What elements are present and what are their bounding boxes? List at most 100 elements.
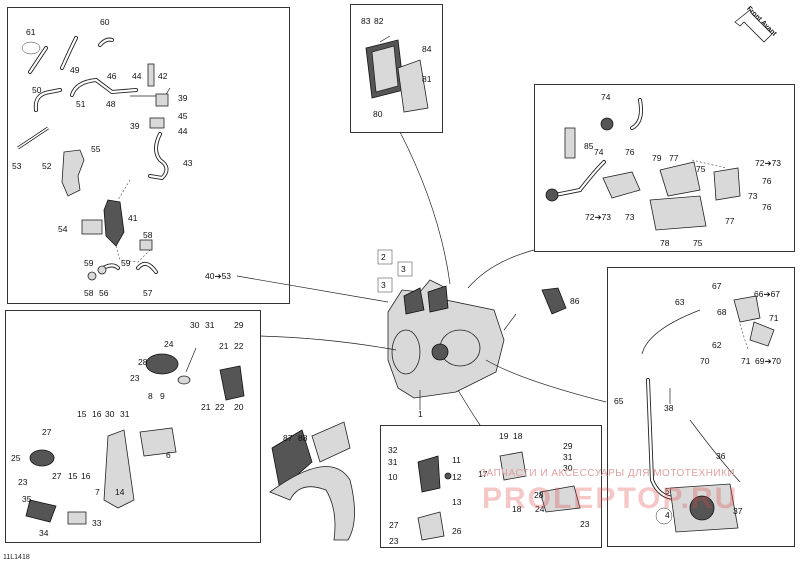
callout-57: 57 <box>143 288 153 298</box>
callout-5: 5 <box>665 486 670 496</box>
callout-78: 78 <box>660 238 670 248</box>
callout-9: 9 <box>160 391 165 401</box>
callout-75b: 75 <box>693 238 703 248</box>
callout-30c: 30 <box>563 463 573 473</box>
callout-54: 54 <box>58 224 68 234</box>
callout-62: 62 <box>712 340 722 350</box>
panel-sensors <box>380 425 602 548</box>
callout-85: 85 <box>584 141 594 151</box>
callout-39b: 39 <box>130 121 140 131</box>
callout-45: 45 <box>178 111 188 121</box>
callout-31d: 31 <box>563 452 573 462</box>
callout-79: 79 <box>652 153 662 163</box>
panel-ignition <box>534 84 795 252</box>
callout-75: 75 <box>696 164 706 174</box>
callout-86: 86 <box>570 296 580 306</box>
callout-44: 44 <box>132 71 142 81</box>
callout-35: 35 <box>22 494 32 504</box>
callout-88: 88 <box>298 433 308 443</box>
callout-12: 12 <box>452 472 462 482</box>
callout-23b: 23 <box>18 477 28 487</box>
callout-70: 70 <box>700 356 710 366</box>
callout-71b: 71 <box>741 356 751 366</box>
callout-21b: 21 <box>201 402 211 412</box>
callout-19: 19 <box>499 431 509 441</box>
callout-83: 83 <box>361 16 371 26</box>
callout-58: 58 <box>143 230 153 240</box>
callout-76b: 76 <box>762 176 772 186</box>
callout-84: 84 <box>422 44 432 54</box>
callout-52: 52 <box>42 161 52 171</box>
callout-73b: 73 <box>625 212 635 222</box>
callout-30: 30 <box>190 320 200 330</box>
front-arrow-icon <box>734 9 773 43</box>
callout-23d: 23 <box>580 519 590 529</box>
callout-63: 63 <box>675 297 685 307</box>
callout-14: 14 <box>115 487 125 497</box>
callout-77: 77 <box>669 153 679 163</box>
callout-31: 31 <box>205 320 215 330</box>
callout-67: 67 <box>712 281 722 291</box>
callout-29: 29 <box>234 320 244 330</box>
callout-61: 61 <box>26 27 36 37</box>
callout-51: 51 <box>76 99 86 109</box>
figure-code: 11L1418 <box>3 554 30 561</box>
callout-27c: 27 <box>389 520 399 530</box>
callout-56: 56 <box>99 288 109 298</box>
callout-16b: 16 <box>81 471 91 481</box>
callout-6: 6 <box>166 450 171 460</box>
callout-22: 22 <box>234 341 244 351</box>
callout-82: 82 <box>374 16 384 26</box>
callout-7: 7 <box>95 487 100 497</box>
callout-38: 38 <box>664 403 674 413</box>
callout-21: 21 <box>219 341 229 351</box>
callout-74b: 74 <box>594 147 604 157</box>
callout-20: 20 <box>234 402 244 412</box>
callout-46: 46 <box>107 71 117 81</box>
callout-23: 23 <box>130 373 140 383</box>
callout-72-73b: 72➔73 <box>585 212 612 222</box>
callout-30b: 30 <box>105 409 115 419</box>
callout-73: 73 <box>748 191 758 201</box>
callout-43: 43 <box>183 158 193 168</box>
callout-8: 8 <box>148 391 153 401</box>
callout-39: 39 <box>178 93 188 103</box>
callout-34: 34 <box>39 528 49 538</box>
callout-68: 68 <box>717 307 727 317</box>
callout-44b: 44 <box>178 126 188 136</box>
callout-87: 87 <box>283 433 293 443</box>
callout-4: 4 <box>665 510 670 520</box>
callout-32: 32 <box>388 445 398 455</box>
callout-42: 42 <box>158 71 168 81</box>
callout-28b: 28 <box>534 490 544 500</box>
callout-60: 60 <box>100 17 110 27</box>
link-66-67: 66➔67 <box>754 289 781 299</box>
callout-22b: 22 <box>215 402 225 412</box>
callout-48: 48 <box>106 99 116 109</box>
callout-81: 81 <box>422 74 432 84</box>
callout-59: 59 <box>84 258 94 268</box>
callout-3b: 3 <box>381 280 386 290</box>
link-40-53: 40➔53 <box>205 271 232 281</box>
callout-1: 1 <box>418 409 423 419</box>
callout-37: 37 <box>733 506 743 516</box>
callout-18b: 18 <box>512 504 522 514</box>
callout-15b: 15 <box>68 471 78 481</box>
callout-55: 55 <box>91 144 101 154</box>
callout-2: 2 <box>381 252 386 262</box>
callout-77b: 77 <box>725 216 735 226</box>
callout-65: 65 <box>614 396 624 406</box>
callout-15: 15 <box>77 409 87 419</box>
callout-18: 18 <box>513 431 523 441</box>
callout-24b: 24 <box>535 504 545 514</box>
callout-13: 13 <box>452 497 462 507</box>
callout-29b: 29 <box>563 441 573 451</box>
callout-71: 71 <box>769 313 779 323</box>
callout-23c: 23 <box>389 536 399 546</box>
callout-53: 53 <box>12 161 22 171</box>
callout-74: 74 <box>601 92 611 102</box>
callout-27b: 27 <box>52 471 62 481</box>
callout-31c: 31 <box>388 457 398 467</box>
callout-31b: 31 <box>120 409 130 419</box>
